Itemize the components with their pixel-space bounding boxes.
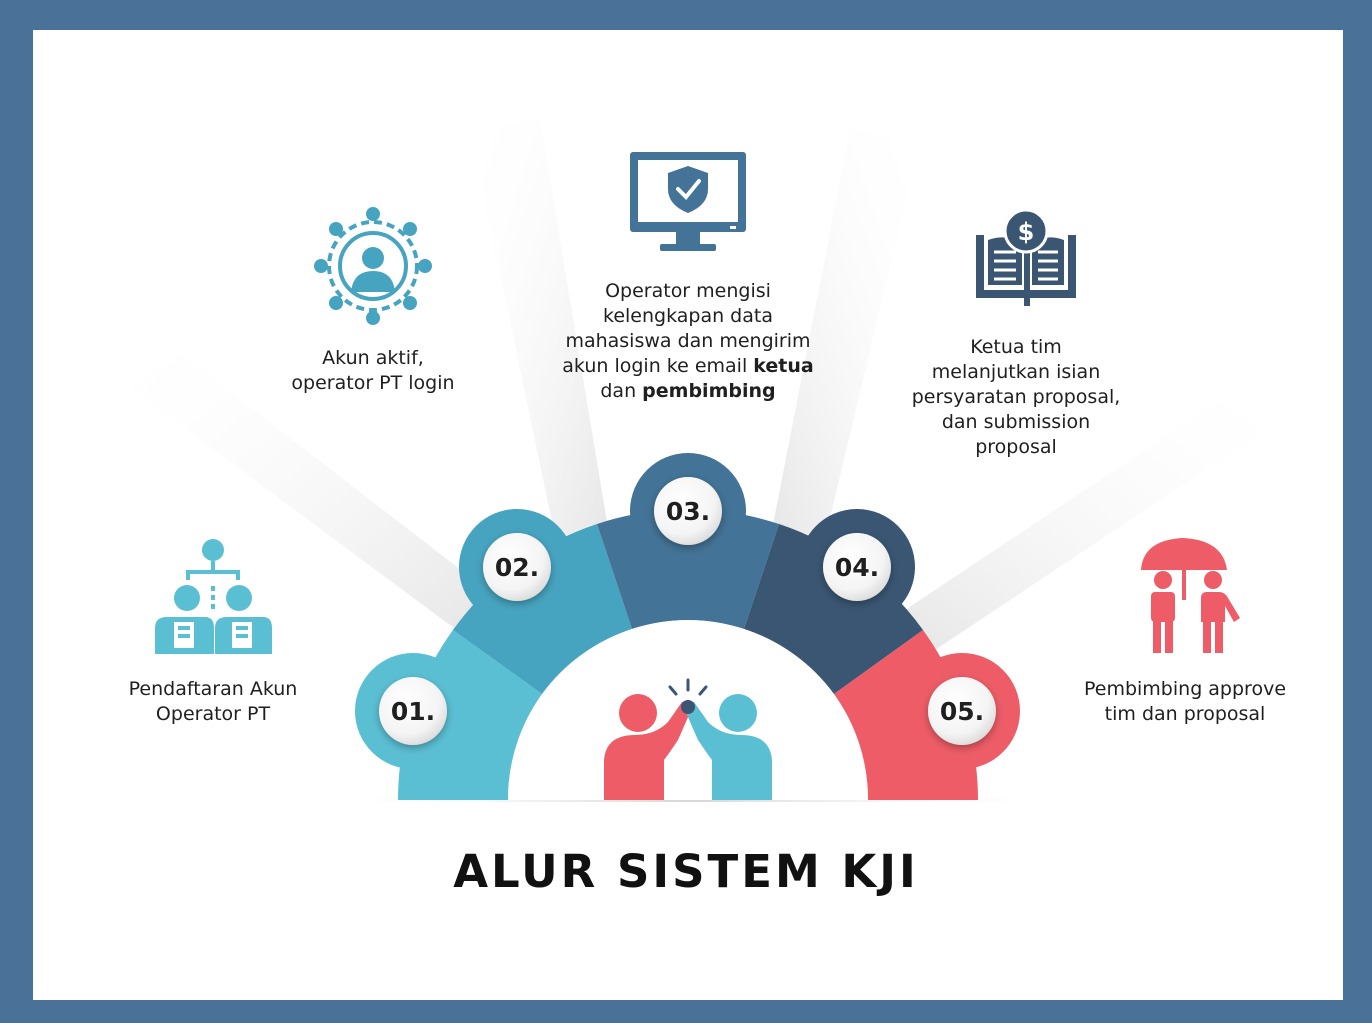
step-number-02: 02. bbox=[495, 553, 539, 582]
badge-05: 05. bbox=[928, 677, 996, 745]
step-03-line-4-bold: ketua bbox=[753, 355, 814, 377]
badge-01: 01. bbox=[379, 677, 447, 745]
step-number-03: 03. bbox=[666, 497, 710, 526]
step-02-line-2: operator PT login bbox=[291, 372, 455, 394]
high-five-icon bbox=[604, 678, 772, 800]
step-02-description: Akun aktif, operator PT login bbox=[263, 346, 483, 396]
light-beams bbox=[120, 120, 1280, 660]
step-03-line-5: dan pembimbing bbox=[548, 379, 828, 404]
step-01-line-1: Pendaftaran Akun bbox=[128, 678, 298, 700]
badge-04: 04. bbox=[823, 533, 891, 601]
step-01-description: Pendaftaran Akun Operator PT bbox=[103, 677, 323, 727]
step-04-line-3: persyaratan proposal, bbox=[911, 386, 1121, 408]
step-04-line-1: Ketua tim bbox=[970, 336, 1062, 358]
step-number-01: 01. bbox=[391, 697, 435, 726]
step-04-line-2: melanjutkan isian bbox=[931, 361, 1101, 383]
badge-03: 03. bbox=[654, 477, 722, 545]
step-03-line-4: akun login ke email ketua bbox=[548, 354, 828, 379]
step-number-05: 05. bbox=[940, 697, 984, 726]
org-chart-people-icon bbox=[155, 539, 272, 654]
page-title: ALUR SISTEM KJI bbox=[453, 845, 919, 898]
step-05-line-1: Pembimbing approve bbox=[1083, 678, 1287, 700]
umbrella-people-icon bbox=[1141, 538, 1240, 653]
step-03-line-4-text: akun login ke email bbox=[562, 355, 754, 377]
step-03-line-5-text: dan bbox=[600, 380, 643, 402]
step-02-line-1: Akun aktif, bbox=[322, 347, 424, 369]
step-03-description: Operator mengisi kelengkapan data mahasi… bbox=[548, 279, 828, 404]
step-03-line-2: kelengkapan data bbox=[603, 305, 773, 327]
step-01-line-2: Operator PT bbox=[155, 703, 271, 725]
badge-02: 02. bbox=[483, 533, 551, 601]
step-04-line-4: dan submission bbox=[941, 411, 1091, 433]
monitor-shield-icon bbox=[630, 152, 746, 251]
step-03-line-5-bold: pembimbing bbox=[642, 380, 776, 402]
book-dollar-icon: $ bbox=[976, 208, 1076, 306]
step-03-line-3: mahasiswa dan mengirim bbox=[565, 330, 811, 352]
step-05-line-2: tim dan proposal bbox=[1104, 703, 1266, 725]
step-04-description: Ketua tim melanjutkan isian persyaratan … bbox=[891, 335, 1141, 460]
step-05-description: Pembimbing approve tim dan proposal bbox=[1064, 677, 1306, 727]
step-number-04: 04. bbox=[835, 553, 879, 582]
step-03-line-1: Operator mengisi bbox=[605, 280, 771, 302]
svg-text:$: $ bbox=[1018, 218, 1035, 246]
network-user-icon bbox=[314, 207, 432, 325]
step-04-line-5: proposal bbox=[975, 436, 1057, 458]
